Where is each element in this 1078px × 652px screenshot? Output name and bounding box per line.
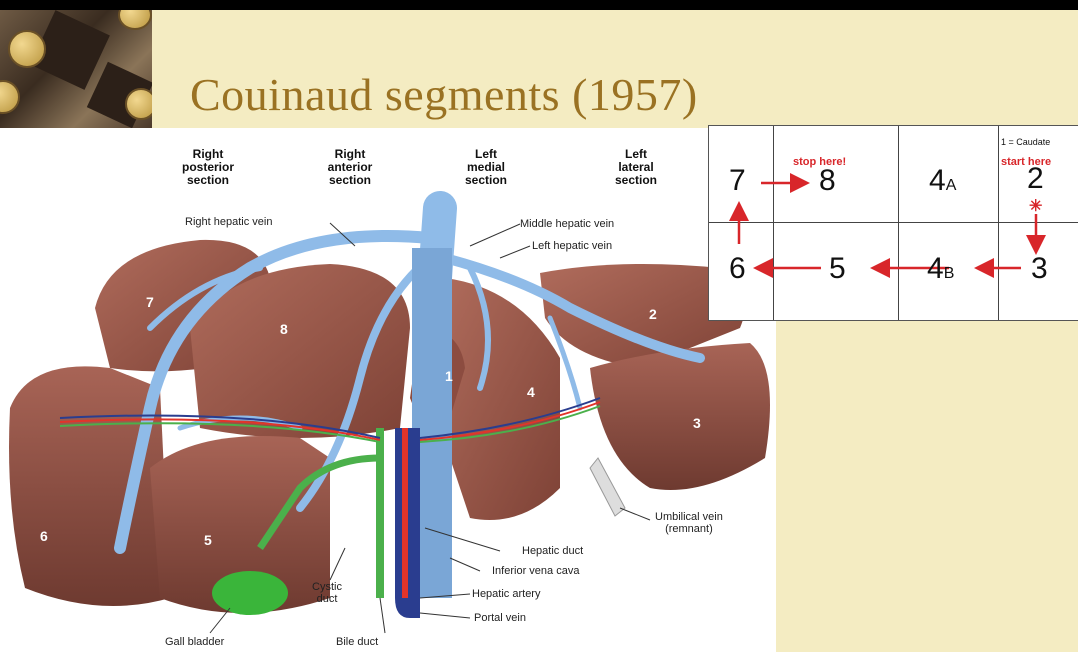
label-umbilical-vein: Umbilical vein (remnant) [655,511,723,535]
segment-number-2: 2 [649,306,657,322]
umbilical-vein-remnant [590,458,625,516]
segment-3-lobe [590,343,770,490]
grid-number-4a-main: 4 [929,164,946,197]
slide: Couinaud segments (1957) [0,10,1078,652]
segment-order-grid: 7 8 4A 2 6 5 4B 3 stop here! start here … [708,125,1078,321]
grid-number-3: 3 [1031,252,1048,286]
grid-number-8: 8 [819,164,836,198]
label-cystic-duct: Cystic duct [312,581,342,605]
corner-decoration [0,10,152,130]
slide-title: Couinaud segments (1957) [190,68,698,121]
label-middle-hepatic-vein: Middle hepatic vein [520,218,614,230]
header-left-lateral-section: Left lateral section [576,148,696,187]
liver-illustration [0,128,776,652]
liver-diagram: Right posterior section Right anterior s… [0,128,776,652]
label-bile-duct: Bile duct [336,636,378,648]
segment-number-4: 4 [527,384,535,400]
grid-number-4b: 4B [927,252,954,286]
label-inferior-vena-cava: Inferior vena cava [492,565,579,577]
segment-4-lobe [440,278,560,520]
label-right-hepatic-vein: Right hepatic vein [185,216,272,228]
segment-number-8: 8 [280,321,288,337]
label-left-hepatic-vein: Left hepatic vein [532,240,612,252]
start-here-label: start here [1001,156,1051,168]
segment-number-7: 7 [146,294,154,310]
header-left-medial-section: Left medial section [426,148,546,187]
grid-number-6: 6 [729,252,746,286]
label-gall-bladder: Gall bladder [165,636,224,648]
grid-number-5: 5 [829,252,846,286]
gall-bladder [212,571,288,615]
grid-number-8-value: 8 [819,164,836,197]
segment-number-1: 1 [445,368,453,384]
header-right-anterior-section: Right anterior section [290,148,410,187]
start-asterisk-icon: ✳ [1029,196,1042,216]
segment-number-6: 6 [40,528,48,544]
grid-number-4a: 4A [929,164,956,198]
segment-number-5: 5 [204,532,212,548]
label-hepatic-duct: Hepatic duct [522,545,583,557]
header-right-posterior-section: Right posterior section [148,148,268,187]
grid-number-4b-main: 4 [927,252,944,285]
caudate-note: 1 = Caudate [1001,137,1050,147]
label-portal-vein: Portal vein [474,612,526,624]
grid-number-4b-sub: B [944,265,955,282]
grid-number-4a-sub: A [946,177,957,194]
stop-here-label: stop here! [793,156,846,168]
segment-number-3: 3 [693,415,701,431]
label-hepatic-artery: Hepatic artery [472,588,540,600]
grid-number-7: 7 [729,164,746,198]
